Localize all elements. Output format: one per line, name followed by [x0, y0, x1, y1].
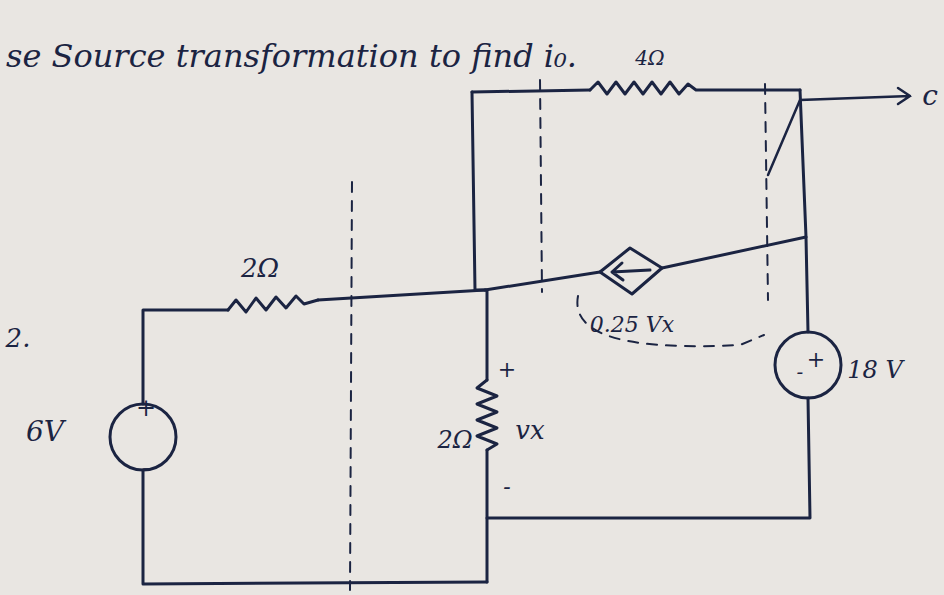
resistor-symbol	[228, 296, 318, 312]
voltage-label: vx	[515, 417, 544, 443]
wire	[143, 470, 487, 584]
resistor-symbol	[477, 380, 497, 450]
source-arrow	[612, 263, 650, 280]
wire	[318, 290, 485, 300]
source-value: 18 V	[847, 358, 903, 382]
wire	[662, 237, 806, 268]
note-letter: c	[922, 82, 938, 110]
source-value: 0.25 Vx	[590, 314, 674, 336]
dashed-line	[577, 296, 764, 346]
source-value: 6V	[26, 418, 64, 446]
resistor-symbol	[590, 82, 800, 94]
dependent-source-symbol	[600, 248, 662, 294]
polarity-sign: -	[503, 476, 510, 498]
voltage-source-symbol	[775, 332, 841, 398]
wire	[800, 90, 808, 332]
leader-arrow	[768, 88, 910, 175]
polarity-sign: -	[797, 362, 804, 382]
polarity-sign: +	[498, 359, 516, 381]
wire	[472, 90, 590, 92]
resistor-value: 2Ω	[437, 428, 472, 452]
wire	[486, 450, 489, 582]
wire	[487, 398, 810, 518]
polarity-sign: -	[142, 456, 150, 480]
resistor-value: 2Ω	[241, 255, 279, 281]
resistor-value: 4Ω	[635, 48, 664, 68]
dashed-line	[765, 84, 768, 300]
polarity-sign: +	[807, 349, 825, 371]
wire	[143, 310, 228, 404]
wire	[472, 92, 487, 380]
problem-number: 2.	[6, 325, 31, 351]
dashed-line	[540, 80, 542, 292]
dashed-line	[350, 182, 352, 590]
heading: se Source transformation to find i₀.	[6, 40, 577, 72]
polarity-sign: +	[136, 396, 156, 420]
